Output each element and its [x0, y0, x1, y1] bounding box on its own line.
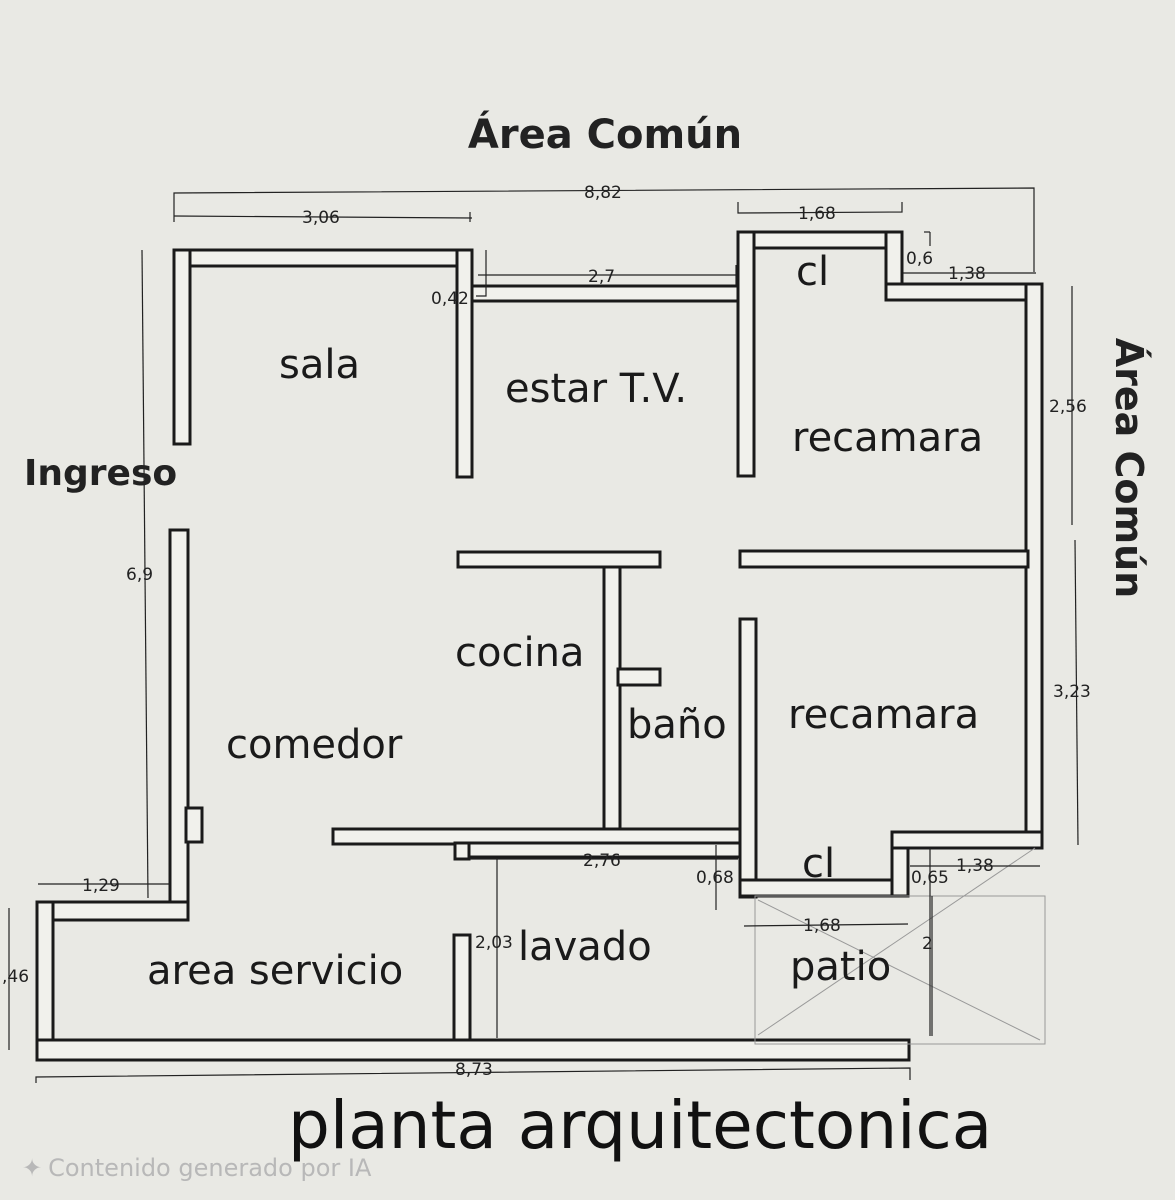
- wall-bano-stub: [616, 667, 662, 687]
- patio-hatch: [754, 847, 1046, 1045]
- dim-sala-width: 3,06: [302, 208, 340, 228]
- wall-estar-recamara: [736, 230, 756, 478]
- wall-service-lavado: [452, 933, 472, 1042]
- plan-title: planta arquitectonica: [288, 1087, 992, 1164]
- wall-cocina-bano: [602, 565, 622, 831]
- room-cl-bottom: cl: [802, 841, 835, 887]
- wall-west-lower: [168, 528, 190, 912]
- dim-left-height: 6,9: [126, 565, 153, 585]
- wall-recamaras-divider: [738, 549, 1030, 569]
- room-recamara-top: recamara: [792, 415, 983, 461]
- room-bano: baño: [627, 702, 727, 748]
- sparkle-icon: ✦: [22, 1154, 43, 1182]
- dim-height-323: 3,23: [1053, 682, 1091, 702]
- room-comedor: comedor: [226, 722, 403, 768]
- walls: [35, 230, 1044, 1062]
- dim-offset-065: 0,65: [911, 868, 949, 888]
- dim-estar-width: 2,7: [588, 267, 615, 287]
- wall-recamara-south: [890, 830, 1044, 850]
- room-sala: sala: [279, 342, 360, 388]
- footer-text: Contenido generado por IA: [48, 1154, 372, 1182]
- dim-patio-width: 1,68: [803, 916, 841, 936]
- dim-offset-06: 0,6: [906, 249, 933, 269]
- dim-right-138-top: 1,38: [948, 264, 986, 284]
- dim-total-bottom: 8,73: [455, 1060, 493, 1080]
- dim-right-138-bottom: 1,38: [956, 856, 994, 876]
- room-labels: sala estar T.V. cl recamara cocina baño …: [147, 249, 983, 994]
- ingreso-label: Ingreso: [24, 453, 177, 494]
- dimension-labels: 8,82 3,06 1,68 0,6 1,38 2,7 0,42 2,56 6,…: [2, 183, 1091, 1080]
- dim-offset-068: 0,68: [696, 868, 734, 888]
- room-estar-tv: estar T.V.: [505, 366, 687, 412]
- wall-service-north: [35, 900, 190, 922]
- wall-west-notch: [184, 806, 204, 844]
- dimension-lines: [8, 187, 1079, 1083]
- dim-total-top: 8,82: [584, 183, 622, 203]
- dim-offset-042: 0,42: [431, 289, 469, 309]
- wall-south: [35, 1038, 911, 1062]
- wall-lavado-north: [467, 841, 742, 859]
- dim-lavado-width: 2,76: [583, 851, 621, 871]
- dim-height-256: 2,56: [1049, 397, 1087, 417]
- room-recamara-bottom: recamara: [788, 692, 979, 738]
- room-patio: patio: [790, 944, 891, 990]
- dim-ingreso-129: 1,29: [82, 876, 120, 896]
- room-area-servicio: area servicio: [147, 948, 403, 994]
- area-comun-top-label: Área Común: [468, 110, 742, 158]
- dim-cl-width-top: 1,68: [798, 204, 836, 224]
- wall-lavado-stub: [453, 841, 471, 861]
- wall-cocina-north: [456, 550, 662, 569]
- wall-estar-north: [470, 284, 740, 303]
- wall-service-west: [35, 900, 55, 1062]
- room-cl-top: cl: [796, 249, 829, 295]
- ai-generated-notice: ✦Contenido generado por IA: [22, 1154, 371, 1182]
- wall-recamara-north: [884, 282, 1044, 302]
- dim-patio-height: 2: [922, 934, 933, 954]
- wall-cl-top-north: [736, 230, 904, 250]
- wall-west-upper: [172, 248, 192, 446]
- wall-bano-recamara: [738, 617, 758, 899]
- wall-sala-north: [172, 248, 474, 268]
- wall-sala-estar: [455, 248, 474, 479]
- room-lavado: lavado: [518, 924, 652, 970]
- area-comun-right-label: Área Común: [1107, 338, 1151, 599]
- dim-left-246: ,46: [2, 967, 29, 987]
- room-cocina: cocina: [455, 630, 584, 676]
- dim-lavado-height: 2,03: [475, 933, 513, 953]
